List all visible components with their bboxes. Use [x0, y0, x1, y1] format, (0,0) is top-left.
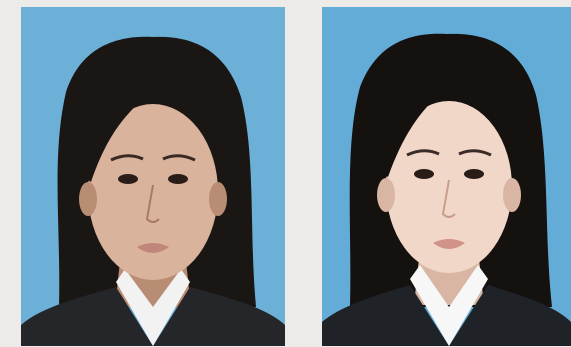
hair-front	[379, 54, 519, 177]
eye-left	[414, 169, 434, 179]
portrait-photo-right	[322, 7, 571, 346]
shirt-collar	[410, 265, 488, 346]
nose	[145, 184, 160, 223]
eye-right	[464, 169, 484, 179]
suit	[322, 285, 571, 346]
portrait-right-image	[322, 7, 571, 346]
ear-right	[209, 182, 227, 216]
portrait-left-image	[21, 7, 285, 346]
eyebrow-left	[406, 149, 440, 157]
suit	[21, 287, 285, 346]
lips	[433, 239, 465, 249]
eyebrow-right	[458, 149, 492, 157]
eyebrow-right	[162, 154, 196, 162]
ear-right	[503, 178, 521, 212]
ear-left	[79, 182, 97, 216]
face	[88, 104, 218, 280]
face	[386, 101, 512, 273]
hair-front	[82, 59, 224, 182]
shirt-collar	[116, 269, 190, 346]
eyebrow-left	[110, 154, 144, 162]
ear-left	[377, 178, 395, 212]
nose	[441, 179, 456, 218]
lips	[137, 243, 169, 253]
portrait-photo-left	[21, 7, 285, 346]
eye-left	[118, 174, 138, 184]
eye-right	[168, 174, 188, 184]
